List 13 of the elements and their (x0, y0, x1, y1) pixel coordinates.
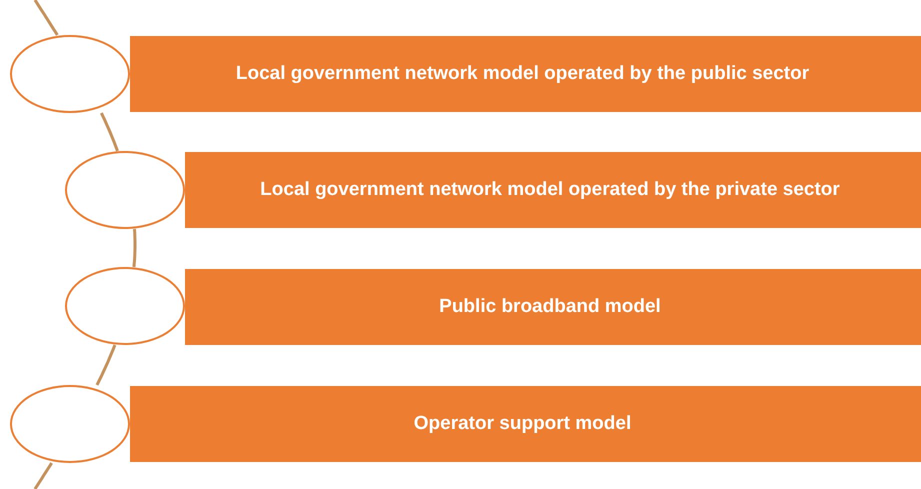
bar-text: Local government network model operated by the private sector (260, 178, 840, 202)
connector-curve (96, 344, 116, 386)
connector-curve (132, 228, 136, 268)
connector-curve (34, 0, 59, 36)
bar-text: Public broadband model (439, 296, 661, 318)
connector-curve (100, 112, 119, 152)
connector-curve (34, 462, 53, 489)
list-bar (185, 269, 921, 345)
list-bar (130, 386, 921, 462)
list-bar (185, 152, 921, 228)
bar-text: Local government network model operated by the public sector (236, 62, 810, 86)
list-bar (130, 36, 921, 112)
bar-text: Operator support model (414, 412, 632, 436)
